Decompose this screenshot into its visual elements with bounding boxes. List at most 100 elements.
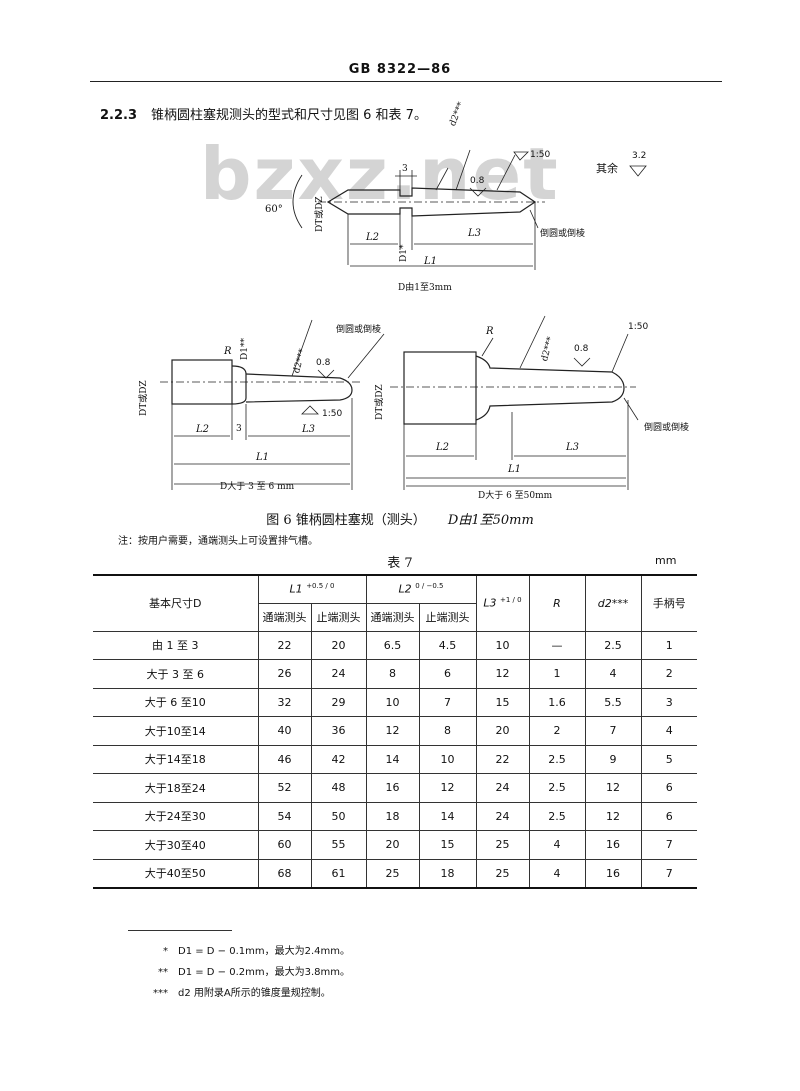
table-cell: 42 bbox=[310, 744, 367, 774]
table-cell: 20 bbox=[365, 830, 420, 860]
bl-l2: L2 bbox=[196, 424, 210, 435]
br-chamfer: 倒圆或倒棱 bbox=[644, 423, 690, 433]
table-cell: 5 bbox=[640, 744, 697, 774]
table-cell: 2.5 bbox=[584, 630, 642, 660]
figure-caption: 图 6 锥柄圆柱塞规（测头） D由1至50mm bbox=[0, 509, 800, 528]
header-l3: L3 +1 / 0 bbox=[475, 574, 530, 632]
footnote-1: *D1 = D − 0.1mm，最大为2.4mm。 bbox=[163, 946, 351, 957]
table-cell: 9 bbox=[584, 744, 642, 774]
table-cell: 15 bbox=[475, 687, 530, 717]
table-cell: 8 bbox=[418, 716, 477, 746]
rest-label: 其余 bbox=[596, 162, 618, 175]
table-cell: 12 bbox=[475, 659, 530, 689]
bl-d1: D1** bbox=[240, 338, 250, 360]
bl-l3: L3 bbox=[302, 424, 316, 435]
table-cell: 12 bbox=[418, 773, 477, 803]
top-l3: L3 bbox=[468, 228, 482, 239]
top-l2: L2 bbox=[366, 232, 380, 243]
figure-note: 注：按用户需要，通端测头上可设置排气槽。 bbox=[118, 536, 318, 547]
top-d1: D1* bbox=[399, 244, 409, 262]
bl-chamfer: 倒圆或倒棱 bbox=[336, 325, 382, 335]
rest-value: 3.2 bbox=[632, 151, 647, 161]
table-cell: 7 bbox=[640, 858, 697, 889]
table-cell: 7 bbox=[640, 830, 697, 860]
header-l2-go: 通端测头 bbox=[365, 602, 420, 632]
table-cell: 8 bbox=[365, 659, 420, 689]
br-dt-dz: DT或DZ bbox=[375, 384, 385, 420]
top-rough: 0.8 bbox=[470, 176, 485, 186]
table-cell: 10 bbox=[418, 744, 477, 774]
table-cell: 55 bbox=[310, 830, 367, 860]
top-gauge-drawing bbox=[292, 149, 647, 270]
table-cell: 5.5 bbox=[584, 687, 642, 717]
bl-dim-3: 3 bbox=[236, 424, 242, 434]
row-label: 大于 6 至10 bbox=[93, 687, 259, 717]
bl-range: D大于 3 至 6 mm bbox=[220, 482, 295, 492]
page-header: GB 8322—86 bbox=[348, 62, 452, 77]
table-cell: 20 bbox=[475, 716, 530, 746]
figure-caption-title: 图 6 锥柄圆柱塞规（测头） bbox=[266, 513, 426, 528]
table-cell: 4 bbox=[528, 858, 586, 889]
header-l1: L1 +0.5 / 0 bbox=[257, 574, 367, 604]
table-cell: 36 bbox=[310, 716, 367, 746]
header-l1-nogo: 止端测头 bbox=[310, 602, 367, 632]
row-label: 大于30至40 bbox=[93, 830, 259, 860]
top-taper: 1:50 bbox=[530, 150, 551, 160]
br-range: D大于 6 至50mm bbox=[478, 491, 553, 501]
table-cell: 16 bbox=[584, 858, 642, 889]
table-cell: 4 bbox=[584, 659, 642, 689]
section-number: 2.2.3 bbox=[100, 108, 138, 123]
table-cell: 6 bbox=[418, 659, 477, 689]
table-cell: 2.5 bbox=[528, 773, 586, 803]
table-cell: 3 bbox=[640, 687, 697, 717]
table-cell: 50 bbox=[310, 801, 367, 831]
table-cell: 2 bbox=[640, 659, 697, 689]
table-cell: 12 bbox=[365, 716, 420, 746]
top-dim-3: 3 bbox=[402, 164, 408, 174]
table-cell: 4 bbox=[640, 716, 697, 746]
header-l2-nogo: 止端测头 bbox=[418, 602, 476, 632]
table-cell: 52 bbox=[257, 773, 312, 803]
footnote-rule bbox=[128, 930, 232, 931]
br-l2: L2 bbox=[436, 442, 450, 453]
table-cell: 6 bbox=[640, 801, 697, 831]
table-cell: 29 bbox=[310, 687, 367, 717]
table-cell: 18 bbox=[365, 801, 420, 831]
table-cell: 16 bbox=[365, 773, 420, 803]
table-cell: 22 bbox=[257, 630, 312, 660]
br-rough: 0.8 bbox=[574, 344, 589, 354]
table-cell: 61 bbox=[310, 858, 367, 889]
table-cell: 6.5 bbox=[365, 630, 420, 660]
header-r: R bbox=[528, 574, 586, 632]
table-cell: 2 bbox=[528, 716, 586, 746]
row-label: 大于40至50 bbox=[93, 858, 259, 889]
table-cell: 12 bbox=[584, 801, 642, 831]
top-chamfer: 倒圆或倒棱 bbox=[540, 229, 586, 239]
row-label: 大于24至30 bbox=[93, 801, 259, 831]
header-l2: L2 0 / −0.5 bbox=[365, 574, 477, 604]
header-l1-go: 通端测头 bbox=[258, 602, 312, 632]
table-cell: 10 bbox=[475, 630, 530, 660]
table-cell: 1.6 bbox=[528, 687, 586, 717]
header-rule bbox=[90, 81, 722, 82]
bl-rough: 0.8 bbox=[316, 358, 331, 368]
figure-6-drawings bbox=[160, 149, 647, 490]
table-cell: 7 bbox=[584, 716, 642, 746]
header-d2: d2*** bbox=[584, 574, 642, 632]
table-cell: 48 bbox=[310, 773, 367, 803]
table-cell: 18 bbox=[418, 858, 477, 889]
figure-caption-range: D由1至50mm bbox=[447, 513, 534, 528]
table-cell: 24 bbox=[475, 773, 530, 803]
table-cell: 4 bbox=[528, 830, 586, 860]
footnote-2: **D1 = D − 0.2mm，最大为3.8mm。 bbox=[158, 967, 351, 978]
table-cell: 25 bbox=[475, 858, 530, 889]
table-cell: 10 bbox=[365, 687, 420, 717]
bottom-right-gauge-drawing bbox=[390, 315, 639, 490]
table-cell: 4.5 bbox=[418, 630, 477, 660]
header-basic: 基本尺寸D bbox=[93, 574, 259, 632]
